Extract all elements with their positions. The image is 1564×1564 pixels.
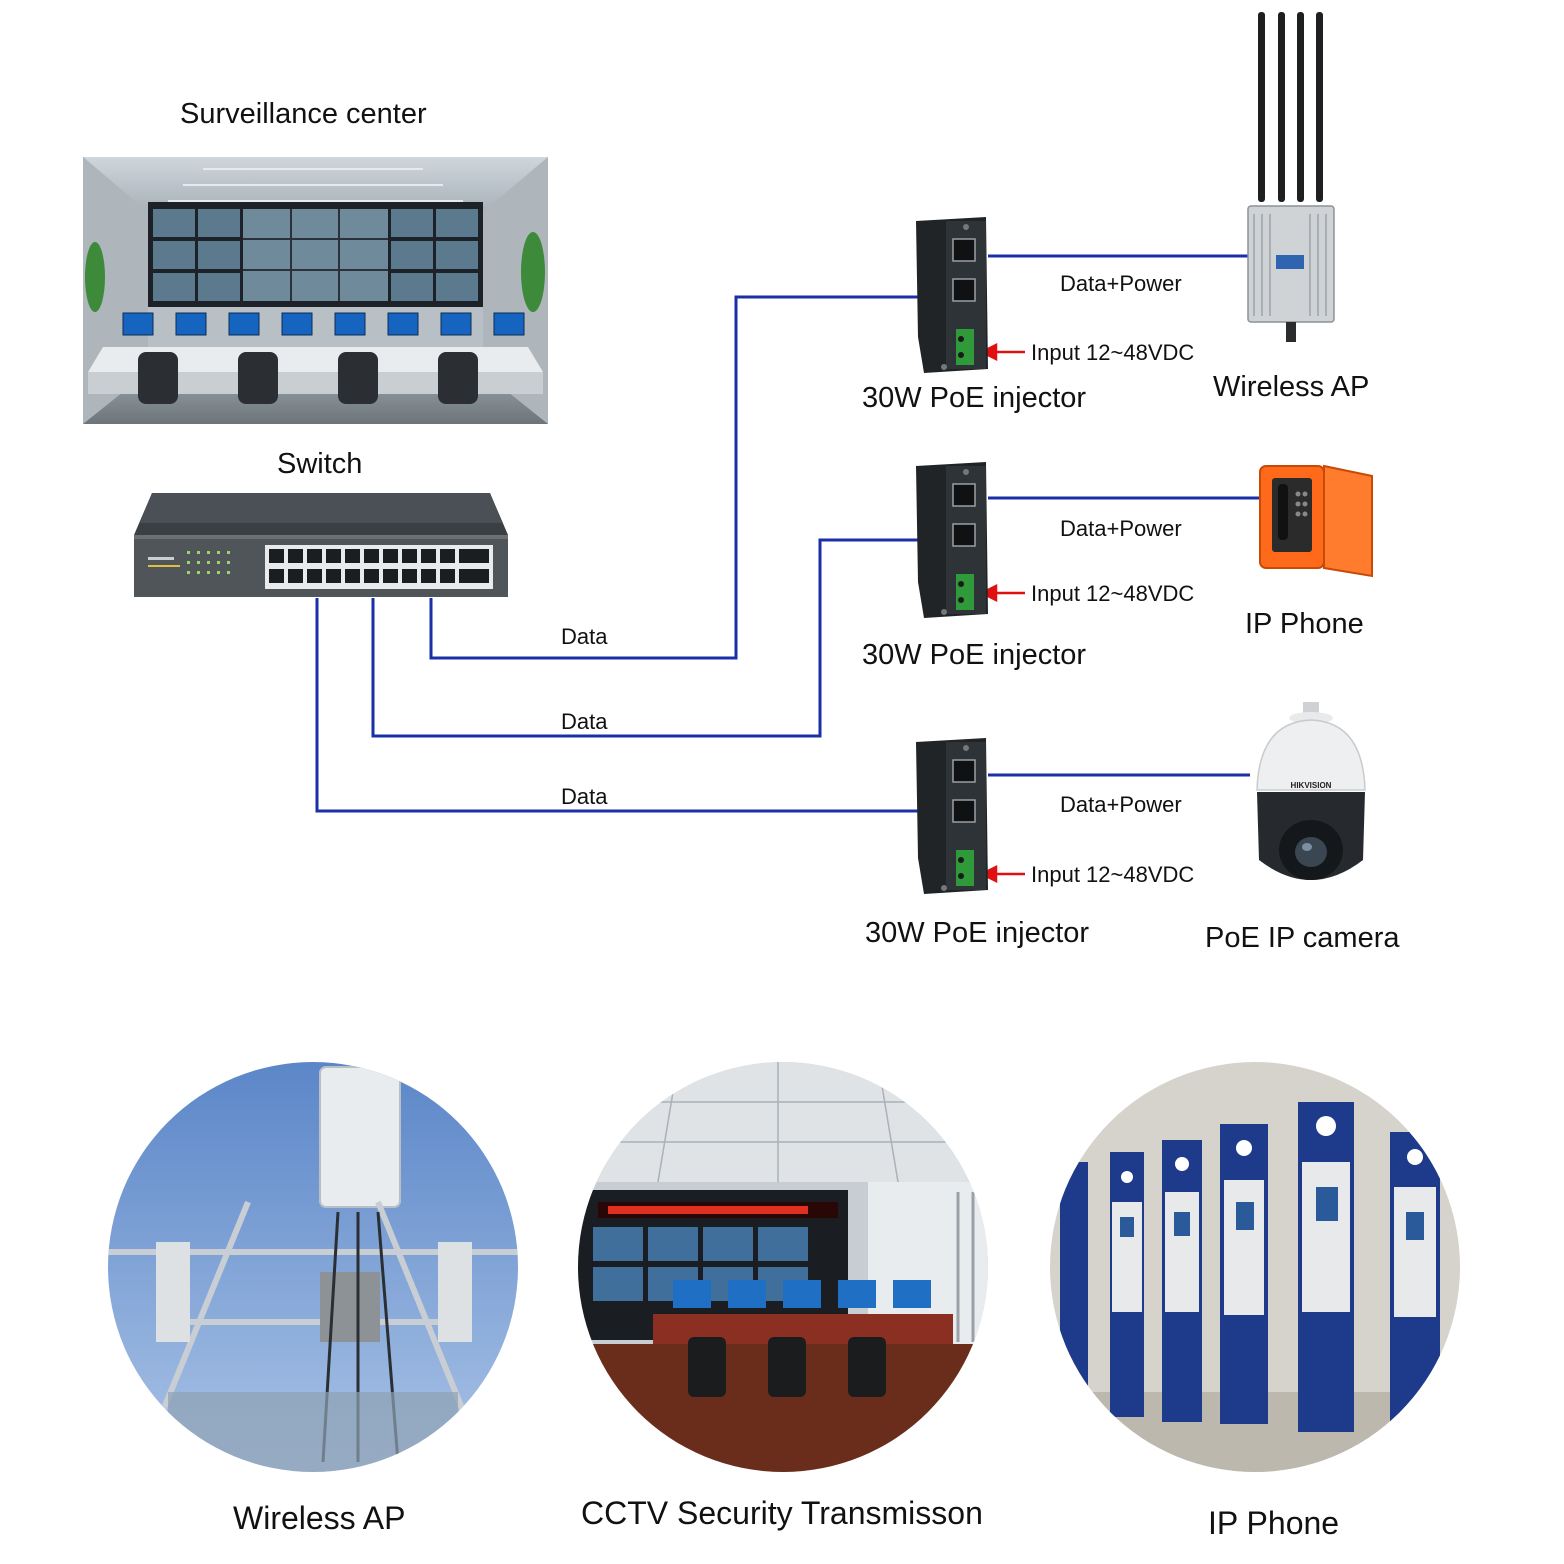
wireless-ap-device [1247, 12, 1335, 342]
ip-phone-label: IP Phone [1245, 608, 1364, 640]
application-wireless-ap-image [108, 1062, 518, 1472]
ip-camera-label: PoE IP camera [1205, 922, 1400, 954]
poe-injector-label-1: 30W PoE injector [862, 382, 1087, 414]
data-cable-3 [315, 598, 918, 813]
camera-brand-logo: HIKVISION [1291, 781, 1332, 790]
poe-injector-2 [916, 462, 988, 618]
surveillance-center-image [83, 157, 548, 424]
surveillance-center-title: Surveillance center [180, 98, 427, 130]
application-cctv-image [578, 1062, 988, 1472]
input-voltage-label-3: Input 12~48VDC [1031, 862, 1195, 887]
data-cable-1 [429, 295, 918, 660]
application-caption-1: Wireless AP [233, 1500, 406, 1536]
network-switch [134, 493, 508, 597]
poe-injector-1 [916, 217, 988, 373]
input-voltage-label-2: Input 12~48VDC [1031, 581, 1195, 606]
application-ip-phone-image [1050, 1062, 1460, 1472]
data-power-label-3: Data+Power [1060, 792, 1182, 817]
application-caption-2: CCTV Security Transmisson [581, 1495, 983, 1531]
switch-label: Switch [277, 448, 363, 480]
data-label-2: Data [561, 709, 608, 734]
ip-camera-device: HIKVISION [1256, 702, 1366, 880]
data-label-3: Data [561, 784, 608, 809]
wireless-ap-label: Wireless AP [1213, 371, 1370, 403]
poe-injector-label-3: 30W PoE injector [865, 917, 1090, 949]
poe-injector-label-2: 30W PoE injector [862, 639, 1087, 671]
data-cable-2 [371, 538, 918, 738]
data-power-label-1: Data+Power [1060, 271, 1182, 296]
data-power-label-2: Data+Power [1060, 516, 1182, 541]
input-voltage-label-1: Input 12~48VDC [1031, 340, 1195, 365]
application-caption-3: IP Phone [1208, 1505, 1340, 1541]
poe-injector-3 [916, 738, 988, 894]
ip-phone-device [1259, 464, 1373, 578]
data-label-1: Data [561, 624, 608, 649]
